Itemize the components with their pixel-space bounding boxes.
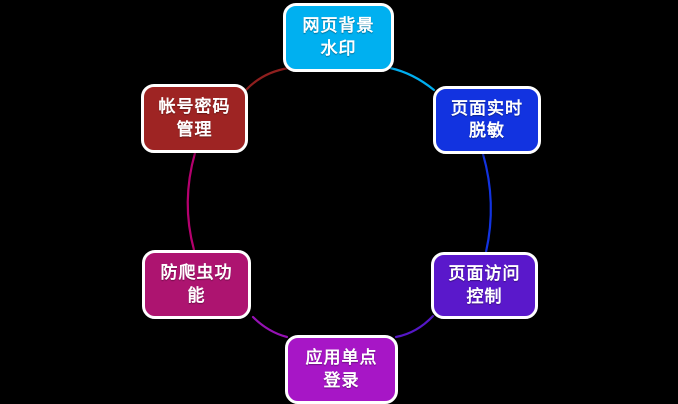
connector-watermark-to-masking bbox=[388, 66, 436, 92]
cycle-node-account-password: 帐号密码管理 bbox=[141, 84, 248, 153]
connector-anticrawler-to-account bbox=[186, 151, 197, 252]
cycle-node-realtime-masking: 页面实时脱敏 bbox=[433, 86, 541, 154]
node-label-account-password: 帐号密码管理 bbox=[158, 97, 231, 140]
cycle-node-web-watermark: 网页背景水印 bbox=[283, 3, 394, 72]
connector-account-to-watermark bbox=[244, 66, 291, 92]
cycle-node-anti-crawler: 防爬虫功能 bbox=[142, 250, 251, 319]
node-label-sso: 应用单点登录 bbox=[305, 348, 378, 391]
cycle-node-sso: 应用单点登录 bbox=[285, 335, 398, 404]
connector-sso-to-anticrawler bbox=[251, 315, 289, 339]
cycle-node-access-control: 页面访问控制 bbox=[431, 252, 538, 319]
node-label-web-watermark: 网页背景水印 bbox=[302, 16, 375, 59]
connector-access-to-sso bbox=[394, 314, 435, 339]
connector-masking-to-access bbox=[481, 152, 492, 254]
node-label-access-control: 页面访问控制 bbox=[448, 264, 521, 307]
node-label-anti-crawler: 防爬虫功能 bbox=[160, 263, 233, 306]
node-label-realtime-masking: 页面实时脱敏 bbox=[451, 98, 523, 141]
